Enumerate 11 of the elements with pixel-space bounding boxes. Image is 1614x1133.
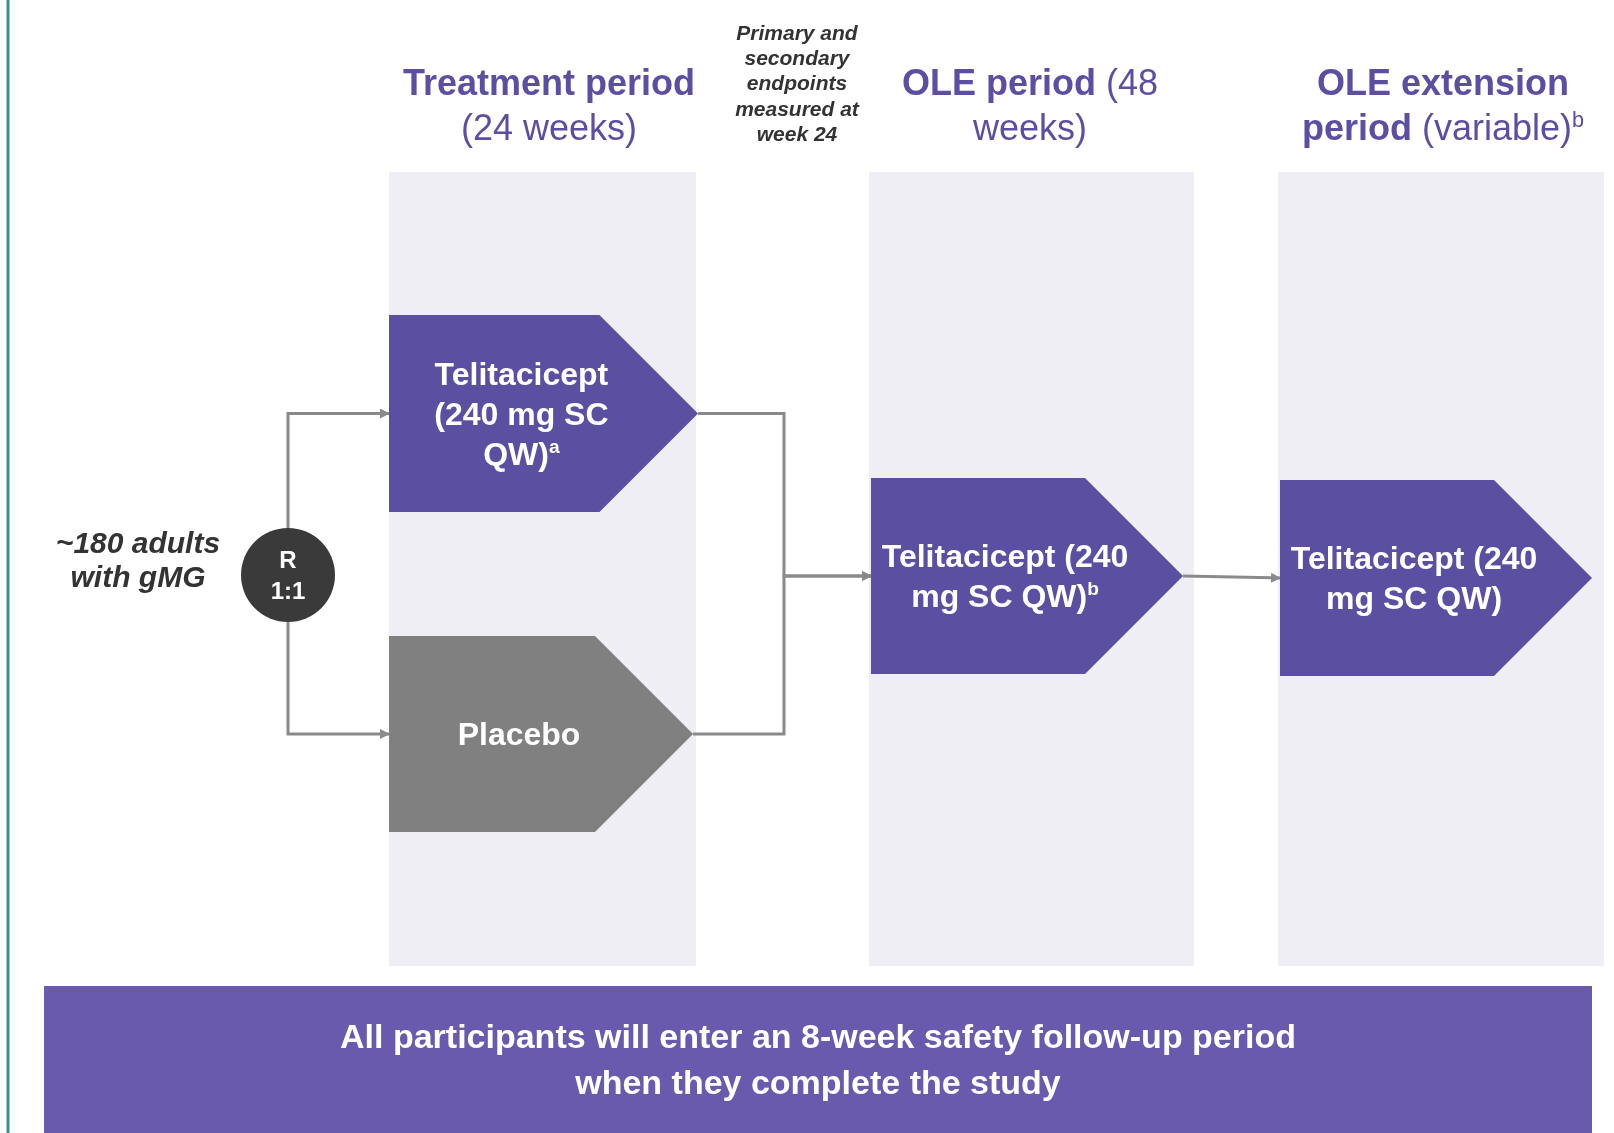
arrow <box>286 408 390 528</box>
arrow <box>693 571 872 736</box>
population-label: ~180 adults with gMG <box>52 505 224 615</box>
period-heading: OLE extension period (variable)$^{b}$ <box>1300 61 1586 150</box>
arrow <box>286 622 390 739</box>
footer-banner: All participants will enter an 8-week safety follow-up period when they complete the study <box>44 986 1592 1133</box>
period-heading: OLE period (48 weeks) <box>900 61 1160 150</box>
arrow <box>1182 572 1281 583</box>
endpoint-note: Primary and secondary endpoints measured at week 24 <box>734 20 861 146</box>
period-heading: Treatment period (24 weeks) <box>401 61 697 150</box>
randomization-circle: R 1:1 <box>241 528 335 622</box>
